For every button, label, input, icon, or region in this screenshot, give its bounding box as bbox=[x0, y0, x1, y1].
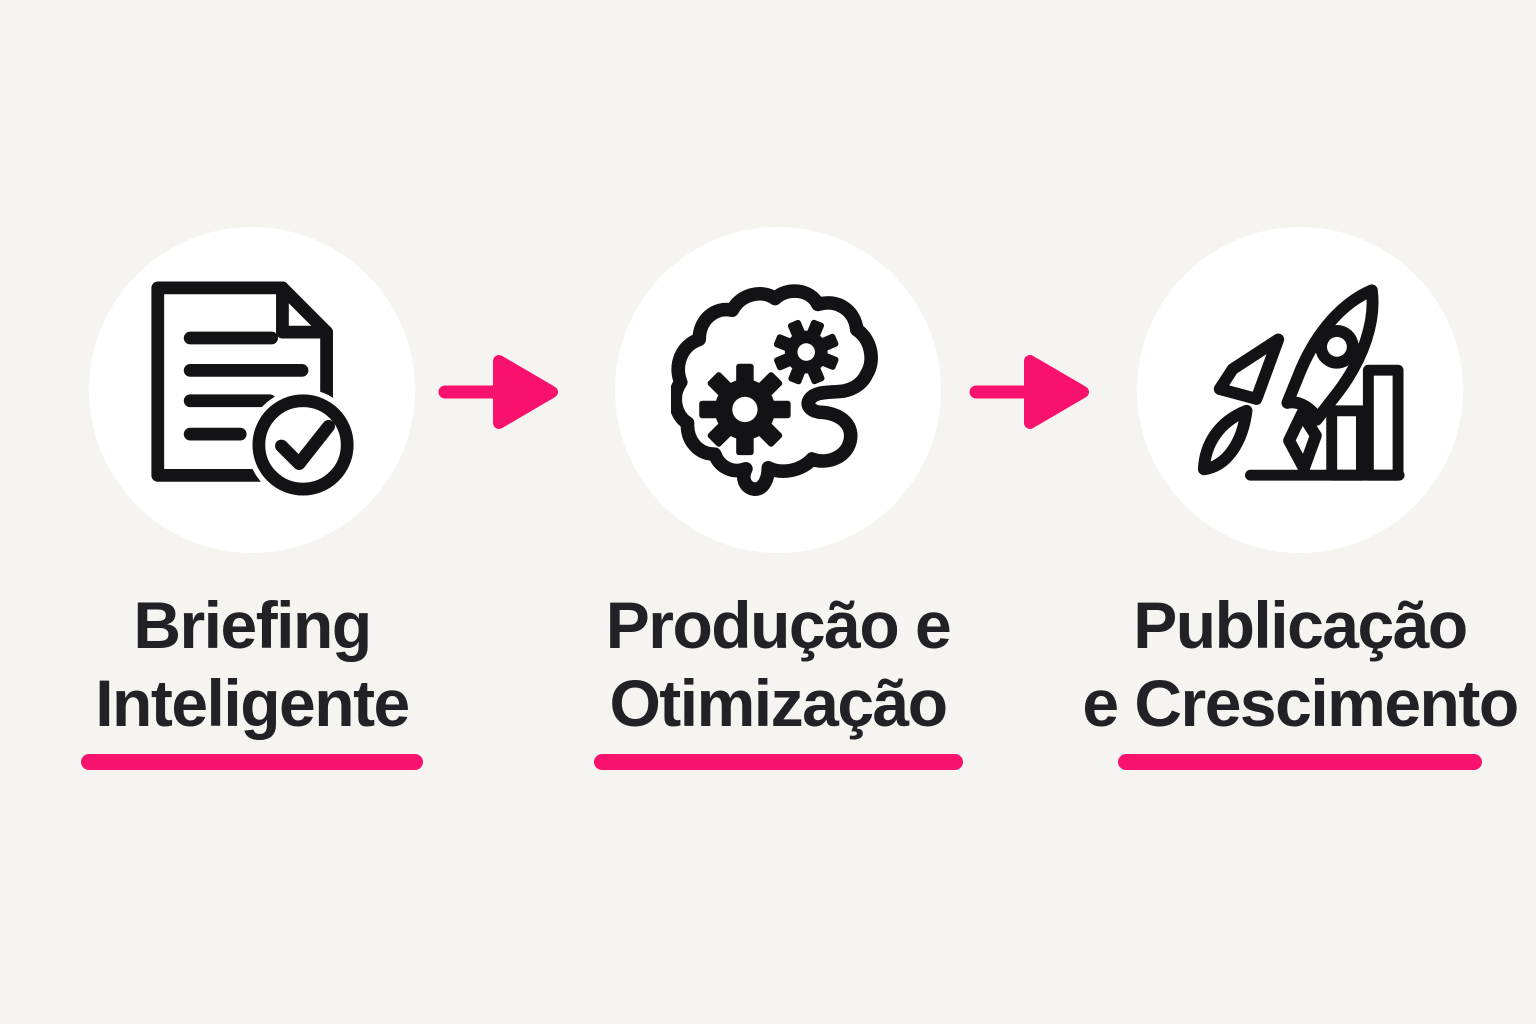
rocket-window bbox=[1315, 325, 1359, 369]
icon-circle bbox=[1137, 227, 1463, 553]
rocket-exhaust bbox=[1197, 404, 1253, 476]
step-underline bbox=[1118, 754, 1482, 770]
step-label: Briefing Inteligente bbox=[95, 586, 410, 742]
step-label-line: Produção e bbox=[605, 588, 952, 662]
step-underline bbox=[593, 754, 963, 770]
step-underline bbox=[81, 754, 423, 770]
step-producao: Produção e Otimização bbox=[580, 0, 976, 1024]
step-label-line: Publicação bbox=[1133, 588, 1468, 662]
gear-small-icon bbox=[773, 319, 839, 385]
rocket-body bbox=[1281, 284, 1379, 426]
step-label-line: Otimização bbox=[609, 666, 948, 740]
bar-short bbox=[1326, 405, 1367, 481]
icon-circle bbox=[615, 227, 941, 553]
step-label-line: Briefing bbox=[133, 588, 372, 662]
rocket-fin-tail bbox=[1283, 407, 1322, 475]
arrow-right-icon bbox=[438, 355, 558, 429]
bar-tall bbox=[1362, 364, 1404, 481]
step-label: Publicação e Crescimento bbox=[1082, 586, 1519, 742]
gear-large-icon bbox=[699, 363, 791, 456]
step-label-line: e Crescimento bbox=[1082, 666, 1519, 740]
document-check-icon bbox=[151, 281, 358, 499]
step-briefing: Briefing Inteligente bbox=[57, 0, 447, 1024]
rocket-fin-left bbox=[1213, 333, 1285, 405]
brain-gears-icon bbox=[671, 284, 878, 497]
step-publicacao: Publicação e Crescimento bbox=[1082, 0, 1519, 1024]
step-label-line: Inteligente bbox=[95, 666, 410, 740]
step-label: Produção e Otimização bbox=[605, 586, 952, 742]
icon-circle bbox=[89, 227, 415, 553]
rocket-growth-icon bbox=[1197, 284, 1405, 481]
arrow-right-icon bbox=[969, 355, 1089, 429]
